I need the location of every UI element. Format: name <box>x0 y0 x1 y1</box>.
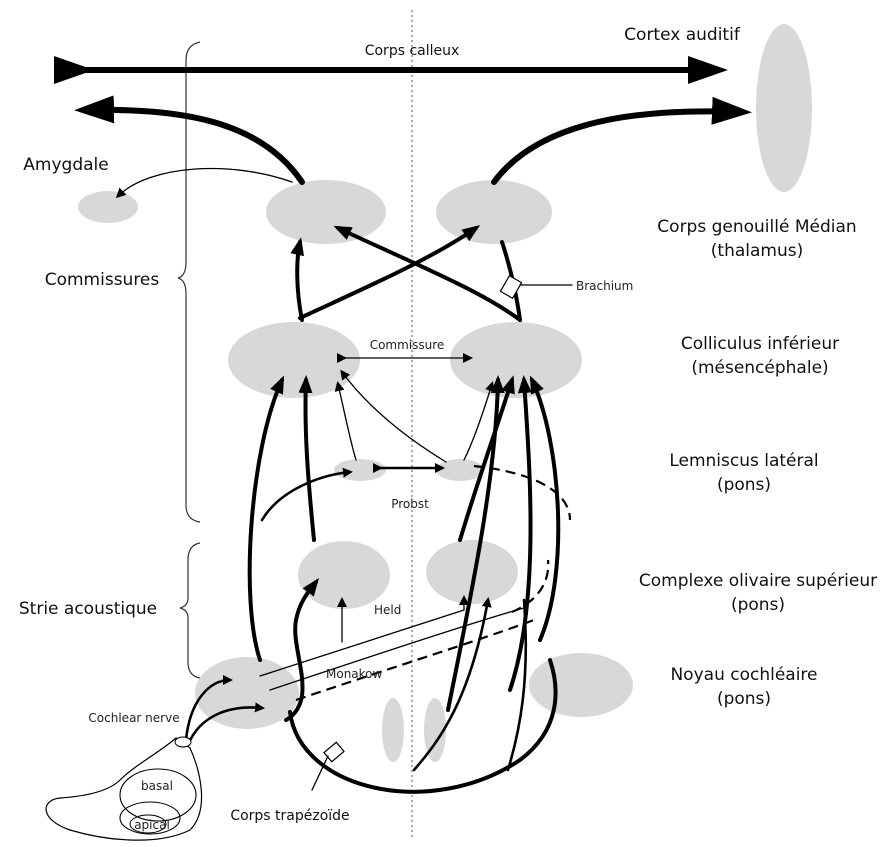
cos-left-node <box>298 541 390 609</box>
cgm-right-node <box>436 180 552 244</box>
ll-label-line2: (pons) <box>717 475 771 495</box>
cgm-right-to-cortex <box>494 111 742 182</box>
trapezoid-left-node <box>382 698 404 762</box>
corps-calleux-label: Corps calleux <box>365 43 460 59</box>
strie-brace <box>180 543 200 678</box>
ci-left-to-cgm-left <box>297 242 302 320</box>
brachium-label: Brachium <box>576 279 633 293</box>
monakow-fiber-upper <box>270 608 524 690</box>
ll-left-node <box>334 459 386 481</box>
amygdale-node <box>78 191 138 223</box>
ll-label-line1: Lemniscus latéral <box>669 451 818 471</box>
corps-trapezoide-label: Corps trapézoïde <box>230 808 349 824</box>
commissures-label: Commissures <box>45 270 160 290</box>
ll-right-node <box>436 459 484 481</box>
basal-label: basal <box>141 779 173 793</box>
cgm-label-line1: Corps genouillé Médian <box>657 217 856 237</box>
apical-label: apical <box>134 818 170 832</box>
ci-label-line2: (mésencéphale) <box>691 358 828 378</box>
held-fiber <box>260 598 464 676</box>
cgm-left-node <box>266 180 386 244</box>
brachium-box <box>500 276 521 299</box>
commissure-label: Commissure <box>370 338 445 352</box>
cos-label-line2: (pons) <box>731 595 785 615</box>
path-b-left <box>305 380 314 540</box>
nc-label-line1: Noyau cochléaire <box>670 665 817 685</box>
cortex-auditif-label: Cortex auditif <box>624 25 741 45</box>
to-amygdale-arrow <box>118 168 292 196</box>
cochlear-nerve-label: Cochlear nerve <box>88 711 179 725</box>
path-a-left <box>250 380 282 660</box>
ll-left-bundle <box>262 472 350 520</box>
cochlea-icon <box>46 737 201 840</box>
amygdale-label: Amygdale <box>23 155 108 175</box>
ci-right-node <box>450 322 582 398</box>
cgm-left-to-cortex <box>84 110 302 182</box>
ci-label-line1: Colliculus inférieur <box>681 334 839 354</box>
monakow-fiber-dash <box>296 620 534 700</box>
nc-right-node <box>529 653 633 717</box>
held-label: Held <box>374 603 401 617</box>
nc-label-line2: (pons) <box>717 689 771 709</box>
probst-label: Probst <box>391 497 429 511</box>
strie-label: Strie acoustique <box>19 599 157 619</box>
cgm-label-line2: (thalamus) <box>711 241 803 261</box>
cortex-auditif-node <box>756 24 812 192</box>
cos-label-line1: Complexe olivaire supérieur <box>639 571 877 591</box>
ci-left-node <box>228 322 360 398</box>
monakow-label: Monakow <box>326 667 383 681</box>
ll-right-to-ci-left <box>342 372 446 462</box>
path-d-right <box>532 380 558 640</box>
ll-left-to-ci-left <box>338 384 356 460</box>
path-c-right <box>510 380 531 690</box>
